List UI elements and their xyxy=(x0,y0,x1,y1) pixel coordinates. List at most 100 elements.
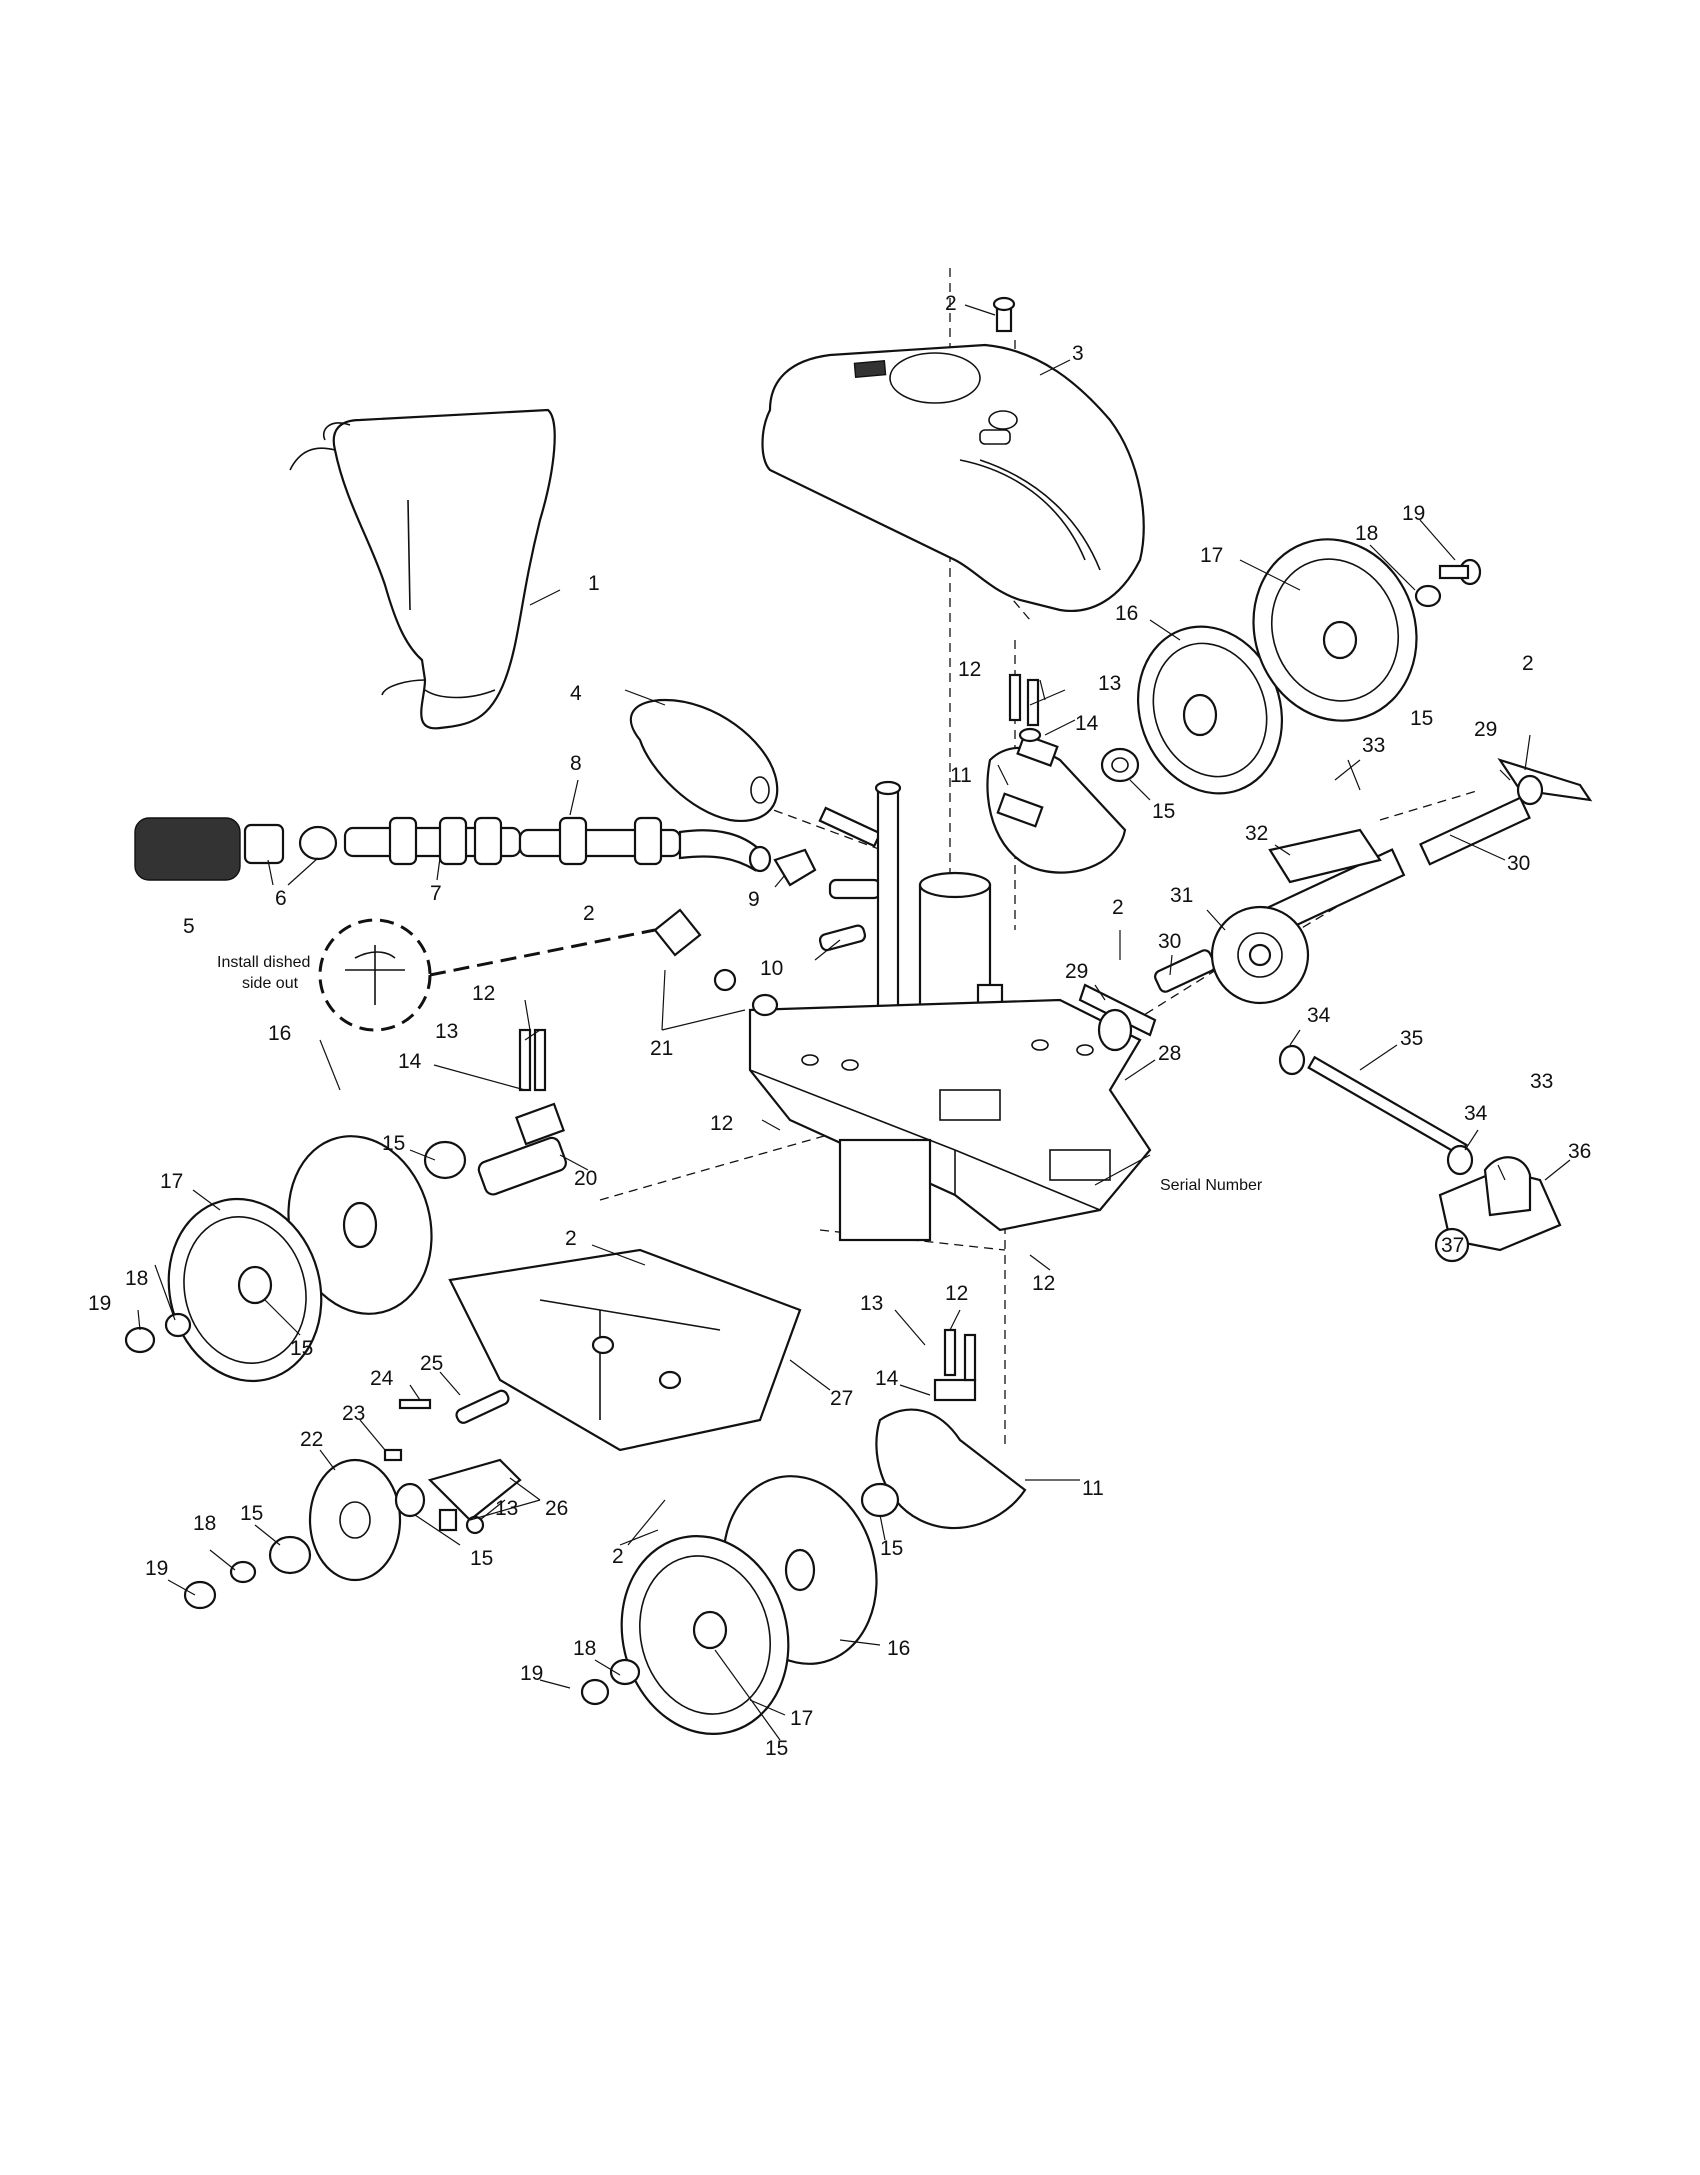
callout-12: 12 xyxy=(710,1112,733,1135)
axle-35 xyxy=(1278,1044,1474,1176)
callout-14: 14 xyxy=(1075,712,1099,735)
callout-11: 11 xyxy=(1082,1477,1104,1500)
callout-15: 15 xyxy=(382,1132,405,1155)
serial-number-label: Serial Number xyxy=(1160,1177,1263,1194)
callout-33: 33 xyxy=(1362,734,1385,757)
scoop-27 xyxy=(448,1248,802,1452)
callout-36: 36 xyxy=(1568,1140,1591,1163)
deflector-11-top xyxy=(986,733,1127,874)
callout-8: 8 xyxy=(570,752,582,775)
callout-4: 4 xyxy=(570,682,582,705)
callout-19: 19 xyxy=(1402,502,1425,525)
callout-7: 7 xyxy=(430,882,442,905)
callout-13: 13 xyxy=(860,1292,883,1315)
circled-part-37 xyxy=(1434,1227,1470,1263)
bracket-36 xyxy=(1438,1156,1562,1252)
callout-26: 26 xyxy=(545,1497,568,1520)
callout-18: 18 xyxy=(193,1512,216,1535)
callout-2: 2 xyxy=(945,292,957,315)
screws-12-13-top xyxy=(1008,673,1042,743)
callout-18: 18 xyxy=(573,1637,596,1660)
wheel-16-left xyxy=(287,1135,433,1315)
top-hood xyxy=(761,343,1145,612)
notes: Install dished side out Serial Number xyxy=(217,954,1263,1194)
callout-15: 15 xyxy=(470,1547,493,1570)
callout-31: 31 xyxy=(1170,884,1193,907)
bracket-26 xyxy=(394,1458,522,1522)
callout-15: 15 xyxy=(290,1337,313,1360)
callout-5: 5 xyxy=(183,915,195,938)
callout-29: 29 xyxy=(1065,960,1088,983)
callout-17: 17 xyxy=(790,1707,813,1730)
callout-1: 1 xyxy=(588,572,600,595)
wheel-16-top-right xyxy=(1136,625,1284,795)
callout-14: 14 xyxy=(875,1367,899,1390)
fittings-9-10 xyxy=(773,806,882,952)
callout-30: 30 xyxy=(1507,852,1530,875)
callout-16: 16 xyxy=(268,1022,291,1045)
callout-18: 18 xyxy=(1355,522,1378,545)
callout-34: 34 xyxy=(1464,1102,1488,1125)
callout-35: 35 xyxy=(1400,1027,1423,1050)
callout-10: 10 xyxy=(760,957,783,980)
callout-3: 3 xyxy=(1072,342,1084,365)
callout-25: 25 xyxy=(420,1352,443,1375)
callout-13: 13 xyxy=(495,1497,518,1520)
callout-22: 22 xyxy=(300,1428,323,1451)
wheel-17-left xyxy=(167,1197,323,1383)
bushing-15-gear xyxy=(183,1535,312,1610)
bracket-20 xyxy=(477,1028,567,1196)
callout-12: 12 xyxy=(945,1282,968,1305)
callout-27: 27 xyxy=(830,1387,853,1410)
deflector-11-bottom xyxy=(875,1328,1027,1530)
install-note-line2: side out xyxy=(242,975,299,992)
install-note-line1: Install dished xyxy=(217,954,310,971)
callout-23: 23 xyxy=(342,1402,365,1425)
callout-6: 6 xyxy=(275,887,287,910)
wheel-17-lower xyxy=(620,1535,790,1735)
callout-21: 21 xyxy=(650,1037,673,1060)
callout-18: 18 xyxy=(125,1267,148,1290)
callout-15: 15 xyxy=(765,1737,788,1760)
callout-11: 11 xyxy=(950,764,972,787)
callout-2: 2 xyxy=(1112,896,1124,919)
callout-19: 19 xyxy=(88,1292,111,1315)
washer-and-screw-top-right xyxy=(1414,558,1482,608)
callout-16: 16 xyxy=(1115,602,1138,625)
callout-32: 32 xyxy=(1245,822,1268,845)
washer-screw-lower xyxy=(580,1658,641,1706)
callout-20: 20 xyxy=(574,1167,597,1190)
callout-15: 15 xyxy=(1152,800,1175,823)
callout-16: 16 xyxy=(887,1637,910,1660)
plate-21 xyxy=(653,908,779,1017)
callout-19: 19 xyxy=(145,1557,168,1580)
chassis xyxy=(748,998,1152,1242)
callout-15: 15 xyxy=(1410,707,1433,730)
bushing-15-bottom-right xyxy=(860,1482,900,1518)
bracket-29-mid xyxy=(1078,983,1157,1052)
callout-12: 12 xyxy=(472,982,495,1005)
callout-30: 30 xyxy=(1158,930,1181,953)
callout-17: 17 xyxy=(160,1170,183,1193)
bushing-15-top xyxy=(1100,747,1140,783)
callout-34: 34 xyxy=(1307,1004,1331,1027)
bushing-15-left xyxy=(423,1140,467,1180)
callout-19: 19 xyxy=(520,1662,543,1685)
bracket-29-right xyxy=(1497,758,1593,806)
callout-2: 2 xyxy=(565,1227,577,1250)
callout-2: 2 xyxy=(612,1545,624,1568)
callout-12: 12 xyxy=(958,658,981,681)
gear-22 xyxy=(308,1458,402,1582)
callout-13: 13 xyxy=(1098,672,1121,695)
callout-14: 14 xyxy=(398,1050,422,1073)
callout-37: 37 xyxy=(1441,1234,1464,1257)
leader-lines xyxy=(137,304,1571,1741)
callout-15: 15 xyxy=(880,1537,903,1560)
callout-15: 15 xyxy=(240,1502,263,1525)
debris-bag xyxy=(289,408,556,730)
callout-numbers: 1 2 3 19 18 17 16 15 2 29 12 13 14 11 15… xyxy=(88,292,1591,1760)
callout-12: 12 xyxy=(1032,1272,1055,1295)
callout-29: 29 xyxy=(1474,718,1497,741)
callout-2: 2 xyxy=(583,902,595,925)
